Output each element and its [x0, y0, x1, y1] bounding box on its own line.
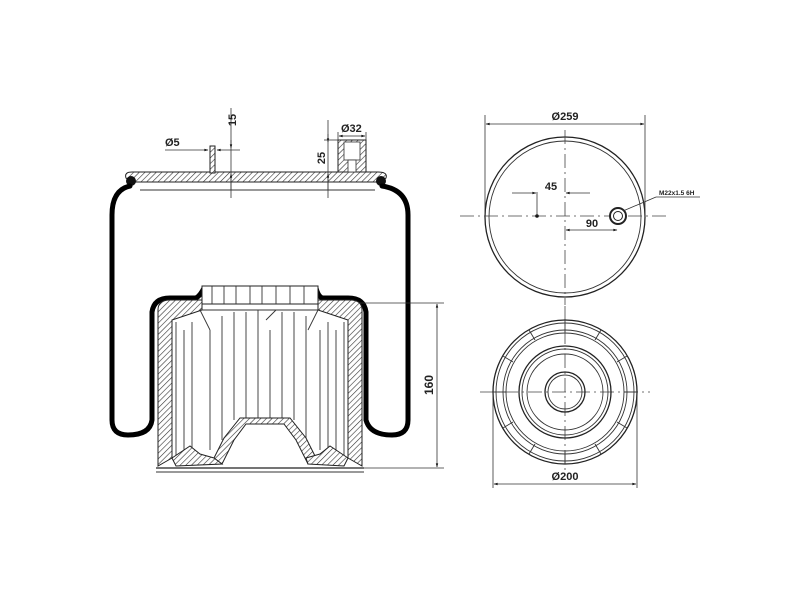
piston-height-label: 160	[422, 375, 436, 395]
bottom-view: Ø200	[480, 306, 650, 488]
piston-diameter-label: Ø200	[552, 471, 579, 483]
dim-fitting-height: 25	[316, 120, 338, 198]
mounting-stud	[209, 145, 216, 174]
top-view: Ø259 45 90 M22x1.5 6H	[460, 111, 700, 305]
fitting-height-label: 25	[316, 152, 328, 164]
piston-ribs	[493, 320, 637, 464]
dim-fitting-diameter: Ø32	[337, 123, 367, 140]
thread-callout: M22x1.5 6H	[622, 190, 700, 212]
dim-piston-height: 160	[360, 302, 444, 469]
plate-diameter-label: Ø259	[552, 111, 579, 123]
stud-offset-label: 45	[545, 181, 557, 193]
rubber-bellow-left	[109, 183, 207, 438]
dim-plate-diameter: Ø259	[484, 111, 646, 217]
stud-diameter-label: Ø5	[165, 137, 180, 149]
fitting-diameter-label: Ø32	[341, 123, 362, 135]
top-plate	[125, 171, 387, 191]
dim-stud-diameter: Ø5	[165, 137, 240, 152]
dim-stud-offset: 45	[512, 181, 590, 216]
dim-stud-height: 15	[227, 108, 239, 198]
stud-height-label: 15	[227, 114, 239, 126]
thread-spec-label: M22x1.5 6H	[659, 190, 695, 197]
piston	[156, 285, 364, 473]
dim-fitting-offset: 90	[565, 218, 618, 232]
air-fitting	[337, 139, 367, 173]
fitting-offset-label: 90	[586, 218, 598, 230]
side-section-view: Ø5 15 25 Ø32	[109, 108, 444, 473]
rubber-bellow-right	[313, 183, 411, 438]
dim-piston-diameter: Ø200	[492, 392, 638, 488]
